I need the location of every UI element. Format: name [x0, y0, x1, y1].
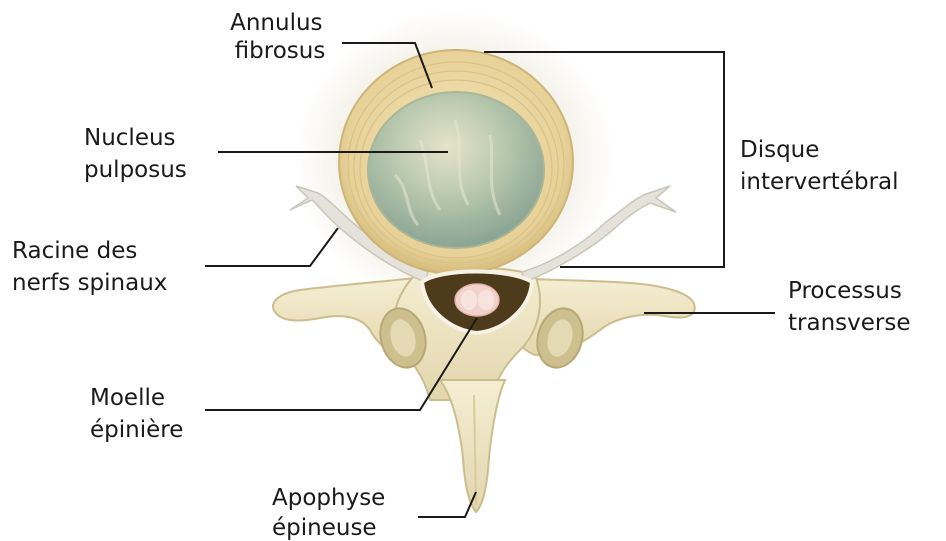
leader-apophyse [418, 492, 476, 517]
label-nucleus-pulposus: Nucleus pulposus [84, 125, 187, 183]
label-disque-intervertebral: Disque intervertébral [740, 137, 899, 195]
label-racine-nerfs: Racine des nerfs spinaux [12, 238, 167, 296]
label-moelle-epiniere: Moelle épinière [90, 385, 183, 443]
spinous-process [440, 380, 505, 512]
label-processus-transverse: Processus transverse [788, 278, 910, 336]
spinal-cord-right-horn [478, 290, 494, 310]
nucleus-pulposus [368, 92, 544, 248]
label-annulus-fibrosus: Annulus fibrosus [230, 10, 330, 64]
spinal-cord-left-horn [461, 290, 477, 310]
label-apophyse-epineuse: Apophyse épineuse [272, 485, 393, 541]
